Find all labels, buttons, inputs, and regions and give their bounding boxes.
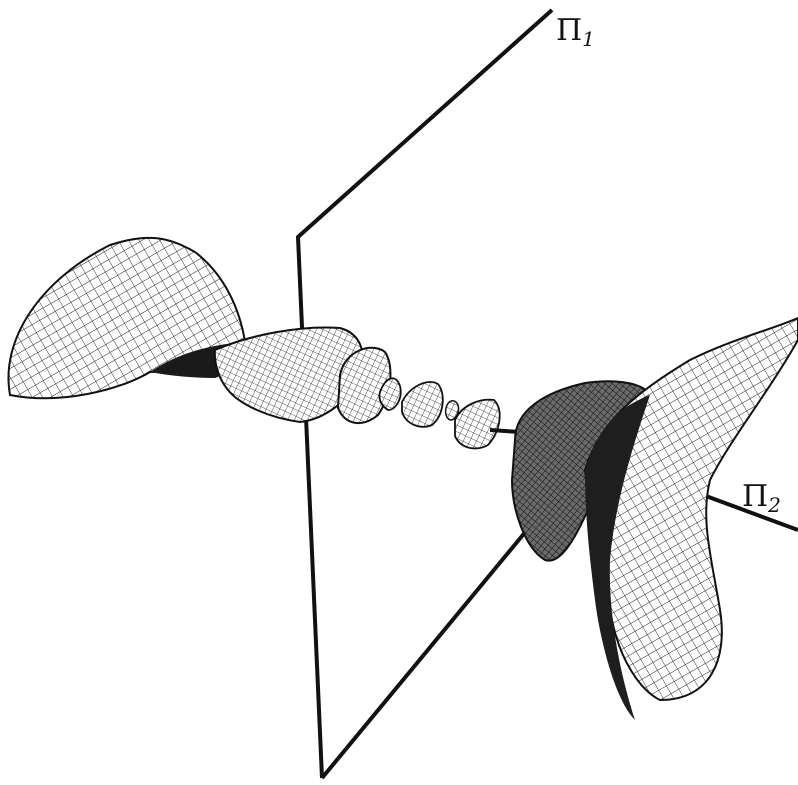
label-pi2: Π2 xyxy=(742,479,781,517)
plane-pi1-front-edge xyxy=(320,528,529,780)
plane-pi1 xyxy=(295,8,554,780)
surface-bulb-chain xyxy=(336,346,521,450)
surface-left-lobe xyxy=(7,236,247,400)
label-pi1: Π1 xyxy=(556,13,595,51)
surface-right-sheet xyxy=(583,316,798,720)
plane-pi1-back-edge xyxy=(295,8,554,779)
